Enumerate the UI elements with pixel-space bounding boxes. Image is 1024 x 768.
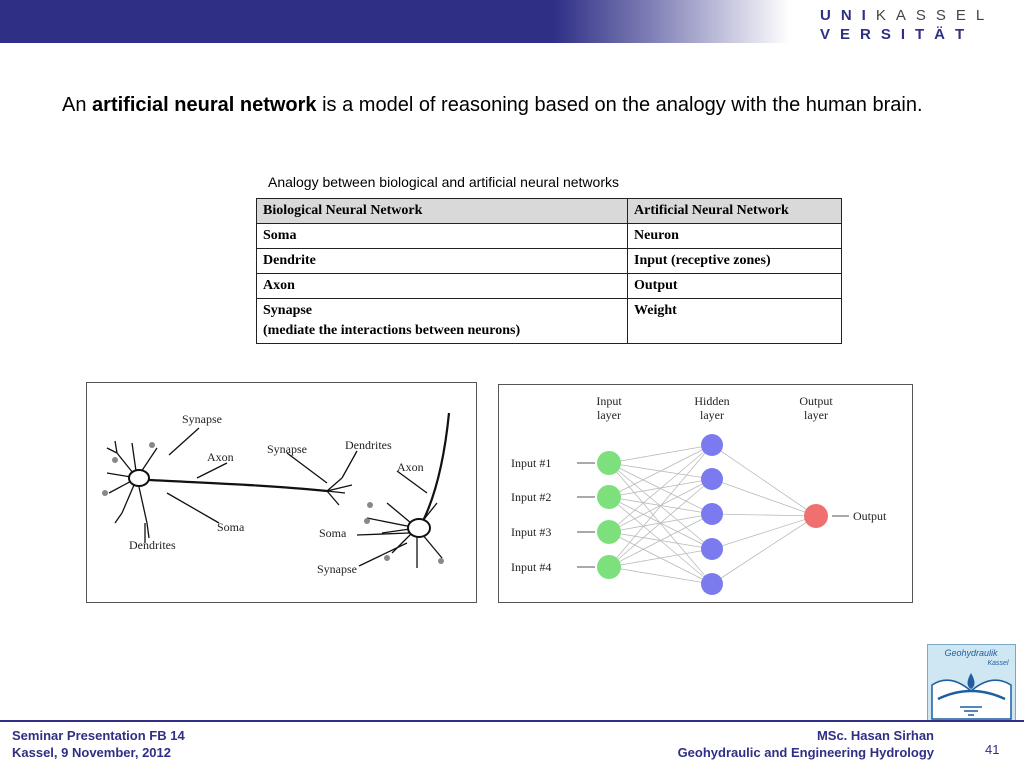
connection-edge [711,513,817,517]
table-cell: Axon [256,273,628,299]
hidden-node [701,468,723,490]
input-label: Input #1 [511,456,551,470]
hidden-layer-subtitle: layer [700,408,724,422]
table-row: Soma Neuron [256,223,842,249]
column-header: Biological Neural Network [256,198,628,224]
footer-right: MSc. Hasan Sirhan Geohydraulic and Engin… [677,728,934,760]
ann-figure: Input layer Hidden layer Output layer In… [498,384,913,603]
svg-text:Kassel: Kassel [987,660,1008,667]
connection-edge [608,513,713,568]
connection-edge [711,515,817,585]
table-cell: Dendrite [256,248,628,274]
table-cell: Output [627,273,842,299]
input-label: Input #2 [511,490,551,504]
table-caption: Analogy between biological and artificia… [268,174,619,190]
label-soma-left: Soma [217,520,245,534]
input-node [597,520,621,544]
table-row: Axon Output [256,273,842,299]
label-dendrites-left: Dendrites [129,538,176,552]
table-cell: Weight [627,298,842,344]
table-row: Synapse (mediate the interactions betwee… [256,298,842,344]
input-layer-subtitle: layer [597,408,621,422]
table-cell: Input (receptive zones) [627,248,842,274]
connection-edge [608,444,713,464]
biological-neuron-figure: Synapse Axon Synapse Dendrites Axon Soma… [86,382,477,603]
hidden-node [701,503,723,525]
intro-text: An artificial neural network is a model … [62,94,923,116]
connection-edge [711,478,817,517]
label-synapse-mid: Synapse [267,442,307,456]
label-axon-left: Axon [207,450,234,464]
label-soma-right: Soma [319,526,347,540]
footer-divider [0,720,1024,722]
analogy-table: Biological Neural Network Artificial Neu… [256,198,842,344]
input-layer-title: Input [596,394,622,408]
connection-edge [711,515,817,550]
connection-edge [608,478,713,568]
input-label: Input #3 [511,525,551,539]
hidden-node [701,538,723,560]
output-layer-subtitle: layer [804,408,828,422]
connection-edge [608,548,713,568]
label-dendrites-mid: Dendrites [345,438,392,452]
table-row: Dendrite Input (receptive zones) [256,248,842,274]
input-node [597,451,621,475]
label-synapse-top: Synapse [182,412,222,426]
connection-edge [608,566,713,585]
input-node [597,485,621,509]
page-number: 41 [985,742,1000,757]
label-synapse-bottom: Synapse [317,562,357,576]
geohydraulik-logo: Geohydraulik Kassel [927,644,1016,722]
university-logo: UNIKASSEL VERSITÄT [820,7,995,43]
synapse-note: (mediate the interactions between neuron… [263,323,521,338]
connection-edge [608,444,713,568]
output-layer-title: Output [799,394,833,408]
hidden-node [701,434,723,456]
header-bar [0,0,790,43]
table-header-row: Biological Neural Network Artificial Neu… [256,198,842,224]
table-cell: Synapse (mediate the interactions betwee… [256,298,628,344]
intro-bold-term: artificial neural network [92,94,317,116]
output-node [804,504,828,528]
connection-edge [608,444,713,533]
hidden-node [701,573,723,595]
column-header: Artificial Neural Network [627,198,842,224]
connection-edge [608,444,713,498]
svg-text:Geohydraulik: Geohydraulik [944,648,998,658]
connection-edge [711,444,817,517]
input-label: Input #4 [511,560,551,574]
table-cell: Neuron [627,223,842,249]
label-axon-right: Axon [397,460,424,474]
output-label: Output [853,509,887,523]
footer-left: Seminar Presentation FB 14 Kassel, 9 Nov… [12,728,185,760]
input-node [597,555,621,579]
table-cell: Soma [256,223,628,249]
hidden-layer-title: Hidden [694,394,729,408]
